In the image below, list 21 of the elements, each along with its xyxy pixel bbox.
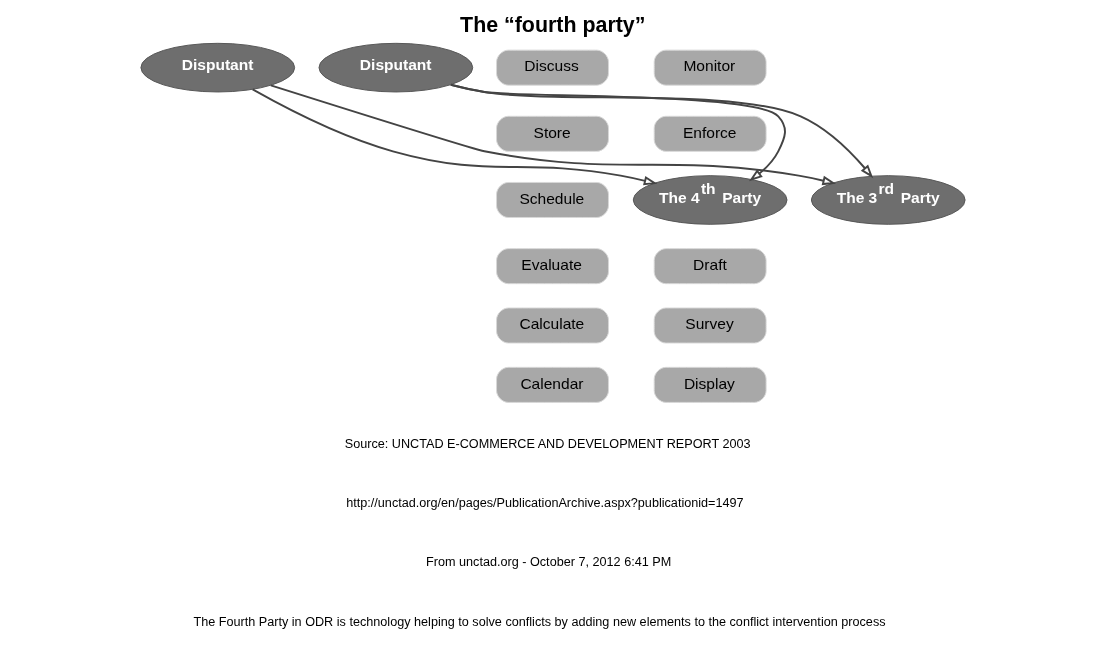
label: The Fourth Party in ODR is technology helping to solve conflicts by adding new elements to the conflict intervention process: [192, 614, 886, 629]
node-ellipse: Disputant: [318, 42, 473, 93]
node-box: Survey: [653, 307, 767, 344]
node-box: Evaluate: [495, 248, 609, 285]
node-box: Calculate: [495, 307, 609, 344]
node-box: Discuss: [495, 49, 609, 86]
diagram-title: The “fourth party”: [459, 13, 645, 38]
label: Source: UNCTAD E-COMMERCE AND DEVELOPMENT REPORT 2003: [344, 436, 751, 451]
node-box: Enforce: [653, 115, 767, 152]
node-ellipse: Disputant: [139, 42, 295, 93]
label: http://unctad.org/en/pages/PublicationArchive.aspx?publicationid=1497: [345, 495, 744, 510]
node-box: Draft: [653, 248, 767, 285]
arrow: [269, 84, 836, 186]
arrow: [251, 88, 657, 186]
node-box: Monitor: [653, 49, 767, 86]
node-box: Calendar: [495, 366, 609, 403]
node-box: Store: [495, 115, 609, 152]
node-box: Schedule: [495, 182, 609, 218]
label: From unctad.org - October 7, 2012 6:41 PM: [425, 555, 671, 570]
arrow: [449, 83, 873, 179]
node-box: Display: [653, 366, 767, 403]
